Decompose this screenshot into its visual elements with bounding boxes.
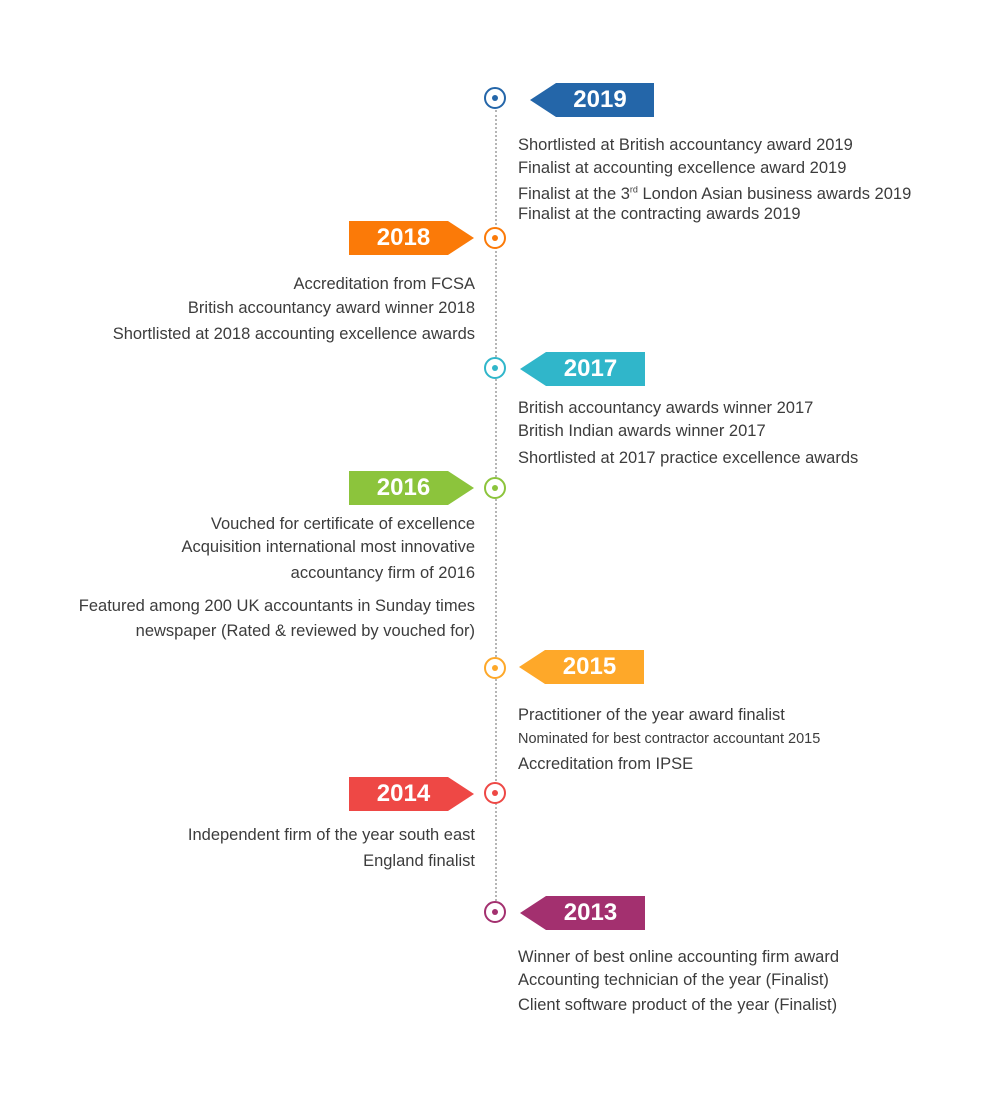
year-tag-2019: 2019	[530, 83, 654, 117]
year-tag-2017: 2017	[520, 352, 645, 386]
timeline-node-dot	[492, 235, 498, 241]
award-item: Acquisition international most innovativ…	[181, 538, 476, 556]
timeline-node-2015	[484, 657, 506, 679]
award-item: Accreditation from FCSA	[293, 275, 475, 293]
timeline-node-2018	[484, 227, 506, 249]
award-item: Finalist at accounting excellence award …	[518, 159, 847, 177]
year-tag-2015: 2015	[519, 650, 644, 684]
timeline-node-dot	[492, 909, 498, 915]
award-item: Accounting technician of the year (Final…	[518, 971, 829, 989]
timeline-node-dot	[492, 790, 498, 796]
timeline-node-2014	[484, 782, 506, 804]
award-item: Nominated for best contractor accountant…	[518, 731, 821, 747]
award-item: Vouched for certificate of excellence	[210, 515, 475, 533]
award-item: Shortlisted at 2018 accounting excellenc…	[112, 325, 475, 343]
year-tag-2013: 2013	[520, 896, 645, 930]
timeline-node-dot	[492, 485, 498, 491]
award-item: British accountancy award winner 2018	[187, 299, 475, 317]
timeline-node-2016	[484, 477, 506, 499]
year-tag-2016: 2016	[349, 471, 474, 505]
year-tag-2014: 2014	[349, 777, 474, 811]
year-tag-2018: 2018	[349, 221, 474, 255]
award-item: Finalist at the 3rd London Asian busines…	[518, 184, 912, 203]
award-item: Winner of best online accounting firm aw…	[518, 948, 839, 966]
ordinal-suffix: rd	[629, 184, 638, 195]
award-item: Practitioner of the year award finalist	[518, 706, 785, 724]
award-item: Client software product of the year (Fin…	[518, 996, 838, 1014]
timeline-axis	[495, 110, 497, 905]
award-item: Featured among 200 UK accountants in Sun…	[78, 597, 475, 615]
award-item: British accountancy awards winner 2017	[518, 399, 814, 417]
award-item: accountancy firm of 2016	[290, 564, 475, 582]
award-item: Independent firm of the year south east	[187, 826, 475, 844]
timeline-node-dot	[492, 365, 498, 371]
award-item: England finalist	[363, 852, 475, 870]
timeline-node-2017	[484, 357, 506, 379]
award-item: Accreditation from IPSE	[518, 755, 694, 773]
award-item: newspaper (Rated & reviewed by vouched f…	[135, 622, 475, 640]
timeline-node-2013	[484, 901, 506, 923]
award-item: Shortlisted at British accountancy award…	[518, 136, 853, 154]
timeline-node-dot	[492, 665, 498, 671]
award-item: British Indian awards winner 2017	[518, 422, 766, 440]
timeline-node-2019	[484, 87, 506, 109]
award-item: Shortlisted at 2017 practice excellence …	[518, 449, 859, 467]
award-item: Finalist at the contracting awards 2019	[518, 205, 801, 223]
timeline-node-dot	[492, 95, 498, 101]
